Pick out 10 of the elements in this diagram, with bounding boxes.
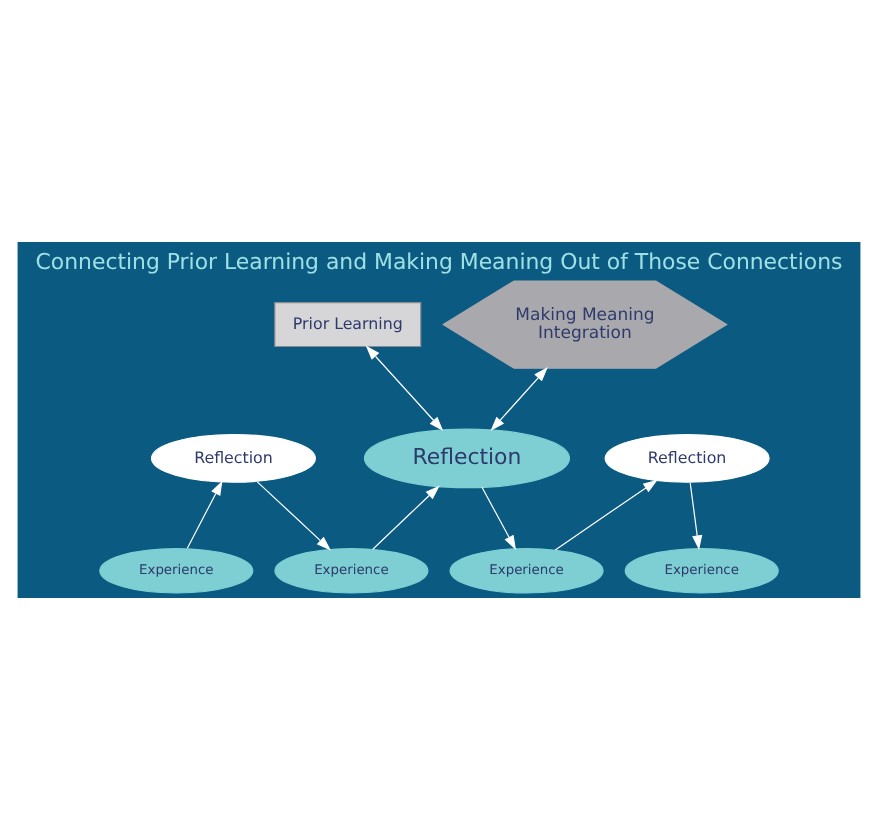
arrow: [372, 484, 440, 549]
node-ellipse: Reflection: [363, 427, 571, 488]
arrow: [256, 480, 331, 550]
arrow: [481, 485, 516, 550]
arrow: [365, 344, 444, 431]
arrow: [554, 478, 658, 550]
arrow: [689, 481, 703, 549]
arrow: [490, 366, 548, 430]
diagram-title: Connecting Prior Learning and Making Meaning Out of Those Connections: [35, 248, 843, 275]
arrow: [186, 479, 223, 548]
